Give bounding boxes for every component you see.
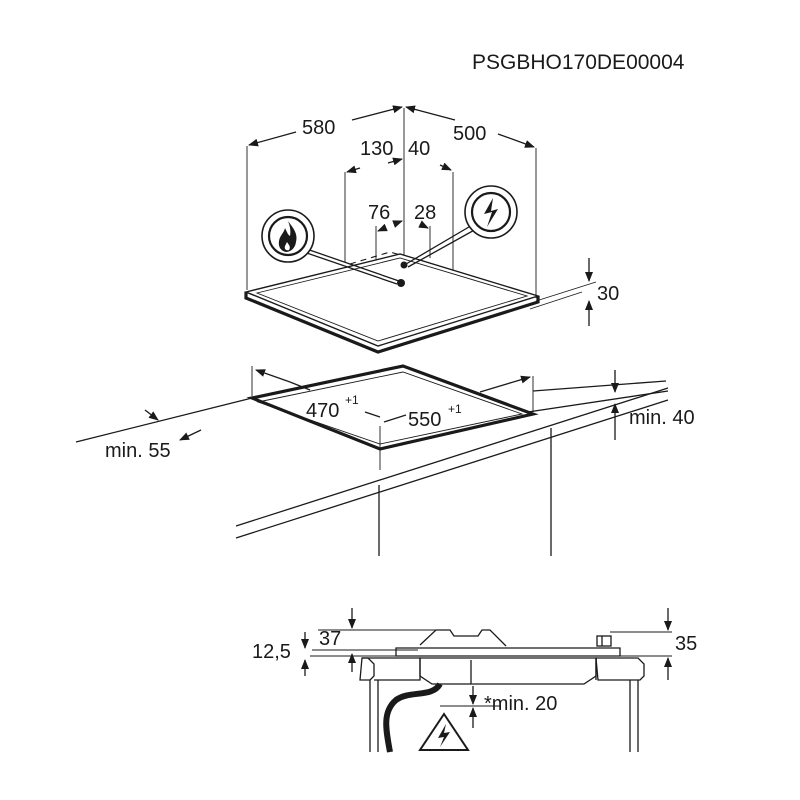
dim-gas-depth: 76 xyxy=(368,202,390,224)
dim-cutout-width-tol: +1 xyxy=(448,402,462,416)
dim-width: 580 xyxy=(302,117,335,139)
dim-electric-offset: 40 xyxy=(408,138,430,160)
dim-gas-offset: 130 xyxy=(360,138,393,160)
dim-cutout-depth: 470 xyxy=(306,400,339,422)
electric-warning-icon xyxy=(418,712,470,751)
dim-knob-height: 35 xyxy=(675,633,697,655)
drawing-code: PSGBHO170DE00004 xyxy=(472,51,685,74)
dim-worktop-gap: 12,5 xyxy=(252,641,291,663)
dim-electric-depth: 28 xyxy=(414,202,436,224)
dim-cutout-width: 550 xyxy=(408,409,441,431)
dim-cutout-depth-tol: +1 xyxy=(345,393,359,407)
dim-depth: 500 xyxy=(453,123,486,145)
dim-min-clearance: *min. 20 xyxy=(484,693,557,715)
worktop-cutout: 470 +1 550 +1 min. 55 min. 40 xyxy=(75,364,695,556)
electric-bolt-icon xyxy=(464,185,518,239)
hob-plate xyxy=(243,253,541,347)
dim-min-back: min. 40 xyxy=(629,407,695,429)
gas-flame-icon xyxy=(261,209,315,263)
section-view: 37 12,5 35 *min. 20 xyxy=(252,608,697,753)
dim-hob-top: 37 xyxy=(319,628,341,650)
hob-top-view: 580 500 130 40 76 28 xyxy=(243,105,619,354)
dim-min-front: min. 55 xyxy=(105,440,171,462)
dim-hob-height: 30 xyxy=(597,283,619,305)
